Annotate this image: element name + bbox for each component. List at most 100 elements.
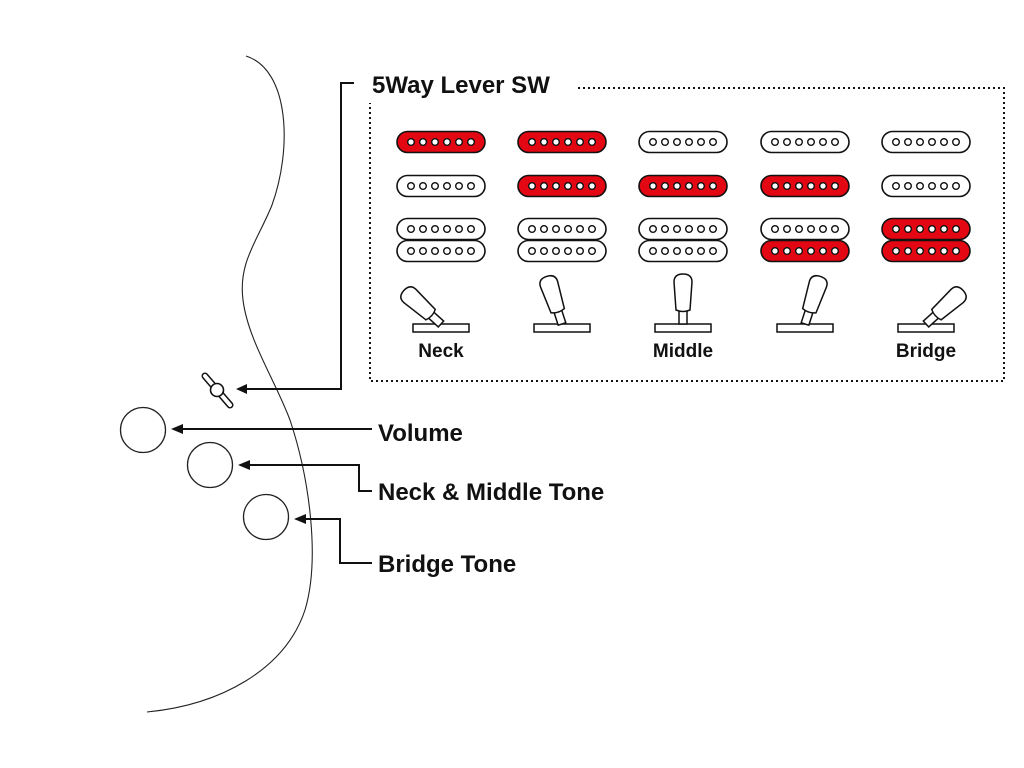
guitar-body-outline bbox=[146, 55, 313, 713]
pole-piece bbox=[431, 246, 440, 255]
pickup-cover bbox=[638, 217, 728, 241]
pole-piece bbox=[916, 137, 925, 146]
neck-pickup bbox=[517, 130, 607, 154]
bridge-humbucker-top-coil bbox=[638, 217, 728, 241]
pole-piece bbox=[528, 181, 537, 190]
pole-piece bbox=[443, 224, 452, 233]
pole-piece bbox=[819, 181, 828, 190]
bridge-humbucker-top-coil bbox=[517, 217, 607, 241]
pole-piece bbox=[673, 224, 682, 233]
pole-piece bbox=[771, 181, 780, 190]
pole-piece bbox=[467, 181, 476, 190]
pole-piece bbox=[576, 137, 585, 146]
pole-piece bbox=[540, 181, 549, 190]
pole-piece bbox=[649, 224, 658, 233]
volume-knob-icon[interactable] bbox=[119, 406, 167, 454]
lever-position-icon bbox=[654, 273, 712, 333]
pole-piece bbox=[697, 246, 706, 255]
bridge-tone-label: Bridge Tone bbox=[378, 551, 516, 578]
pole-piece bbox=[552, 137, 561, 146]
arrow-head-volume bbox=[171, 424, 183, 434]
lever-handle bbox=[673, 273, 693, 325]
middle-pickup bbox=[760, 174, 850, 198]
switch-position-3: Middle bbox=[638, 130, 728, 362]
pole-piece bbox=[564, 181, 573, 190]
neck-pickup bbox=[760, 130, 850, 154]
switch-section-header: 5Way Lever SW bbox=[236, 72, 550, 394]
lever-base bbox=[776, 323, 834, 333]
pole-piece bbox=[928, 137, 937, 146]
pole-piece bbox=[783, 137, 792, 146]
pole-piece bbox=[795, 246, 804, 255]
volume-label: Volume bbox=[378, 420, 463, 447]
pickup-cover bbox=[517, 239, 607, 263]
bridge-tone-leader-line bbox=[304, 518, 372, 564]
pole-piece bbox=[819, 246, 828, 255]
pole-piece bbox=[831, 246, 840, 255]
pole-piece bbox=[697, 137, 706, 146]
switch-position-5: Bridge bbox=[881, 130, 971, 362]
arrow-head-bridge-tone bbox=[294, 514, 306, 524]
pole-piece bbox=[455, 246, 464, 255]
lever-switch-icon[interactable] bbox=[201, 372, 234, 409]
pickup-cover bbox=[396, 217, 486, 241]
arrow-head-neck-middle-tone bbox=[238, 460, 250, 470]
pole-piece bbox=[588, 181, 597, 190]
middle-pickup bbox=[517, 174, 607, 198]
pole-piece bbox=[528, 137, 537, 146]
pole-piece bbox=[431, 181, 440, 190]
bridge-humbucker-bottom-coil bbox=[517, 239, 607, 263]
pole-piece bbox=[916, 224, 925, 233]
neck-middle-tone-label: Neck & Middle Tone bbox=[378, 479, 604, 506]
pole-piece bbox=[904, 224, 913, 233]
pole-piece bbox=[588, 246, 597, 255]
pole-piece bbox=[904, 246, 913, 255]
pole-piece bbox=[916, 246, 925, 255]
pole-piece bbox=[928, 224, 937, 233]
pole-piece bbox=[649, 137, 658, 146]
pickup-cover bbox=[517, 174, 607, 198]
neck-middle-tone-knob-icon[interactable] bbox=[186, 441, 234, 489]
lever-base bbox=[412, 323, 470, 333]
bridge-tone-knob-icon[interactable] bbox=[242, 493, 290, 541]
neck-pickup bbox=[638, 130, 728, 154]
pole-piece bbox=[831, 224, 840, 233]
pole-piece bbox=[819, 137, 828, 146]
pickup-cover bbox=[760, 130, 850, 154]
lever-position-icon bbox=[533, 274, 591, 333]
pole-piece bbox=[709, 137, 718, 146]
pole-piece bbox=[455, 181, 464, 190]
position-label: Bridge bbox=[896, 341, 956, 362]
pole-piece bbox=[807, 137, 816, 146]
pole-piece bbox=[771, 246, 780, 255]
pole-piece bbox=[685, 246, 694, 255]
pole-piece bbox=[795, 224, 804, 233]
pole-piece bbox=[467, 246, 476, 255]
lever-handle bbox=[539, 274, 567, 327]
bridge-humbucker-bottom-coil bbox=[760, 239, 850, 263]
pole-piece bbox=[904, 181, 913, 190]
pole-piece bbox=[443, 246, 452, 255]
pole-piece bbox=[819, 224, 828, 233]
pole-piece bbox=[952, 224, 961, 233]
pickup-cover bbox=[638, 130, 728, 154]
arrow-head-switch bbox=[236, 384, 247, 394]
pole-piece bbox=[831, 181, 840, 190]
lever-base bbox=[533, 323, 591, 333]
pole-piece bbox=[807, 224, 816, 233]
pole-piece bbox=[467, 224, 476, 233]
pole-piece bbox=[795, 137, 804, 146]
pole-piece bbox=[588, 137, 597, 146]
pole-piece bbox=[661, 181, 670, 190]
position-label: Neck bbox=[418, 341, 464, 362]
pole-piece bbox=[892, 181, 901, 190]
pole-piece bbox=[552, 246, 561, 255]
pole-piece bbox=[576, 246, 585, 255]
position-label: Middle bbox=[653, 341, 713, 362]
pole-piece bbox=[528, 246, 537, 255]
pickup-cover bbox=[396, 130, 486, 154]
pole-piece bbox=[407, 246, 416, 255]
bridge-humbucker-top-coil bbox=[396, 217, 486, 241]
pole-piece bbox=[588, 224, 597, 233]
